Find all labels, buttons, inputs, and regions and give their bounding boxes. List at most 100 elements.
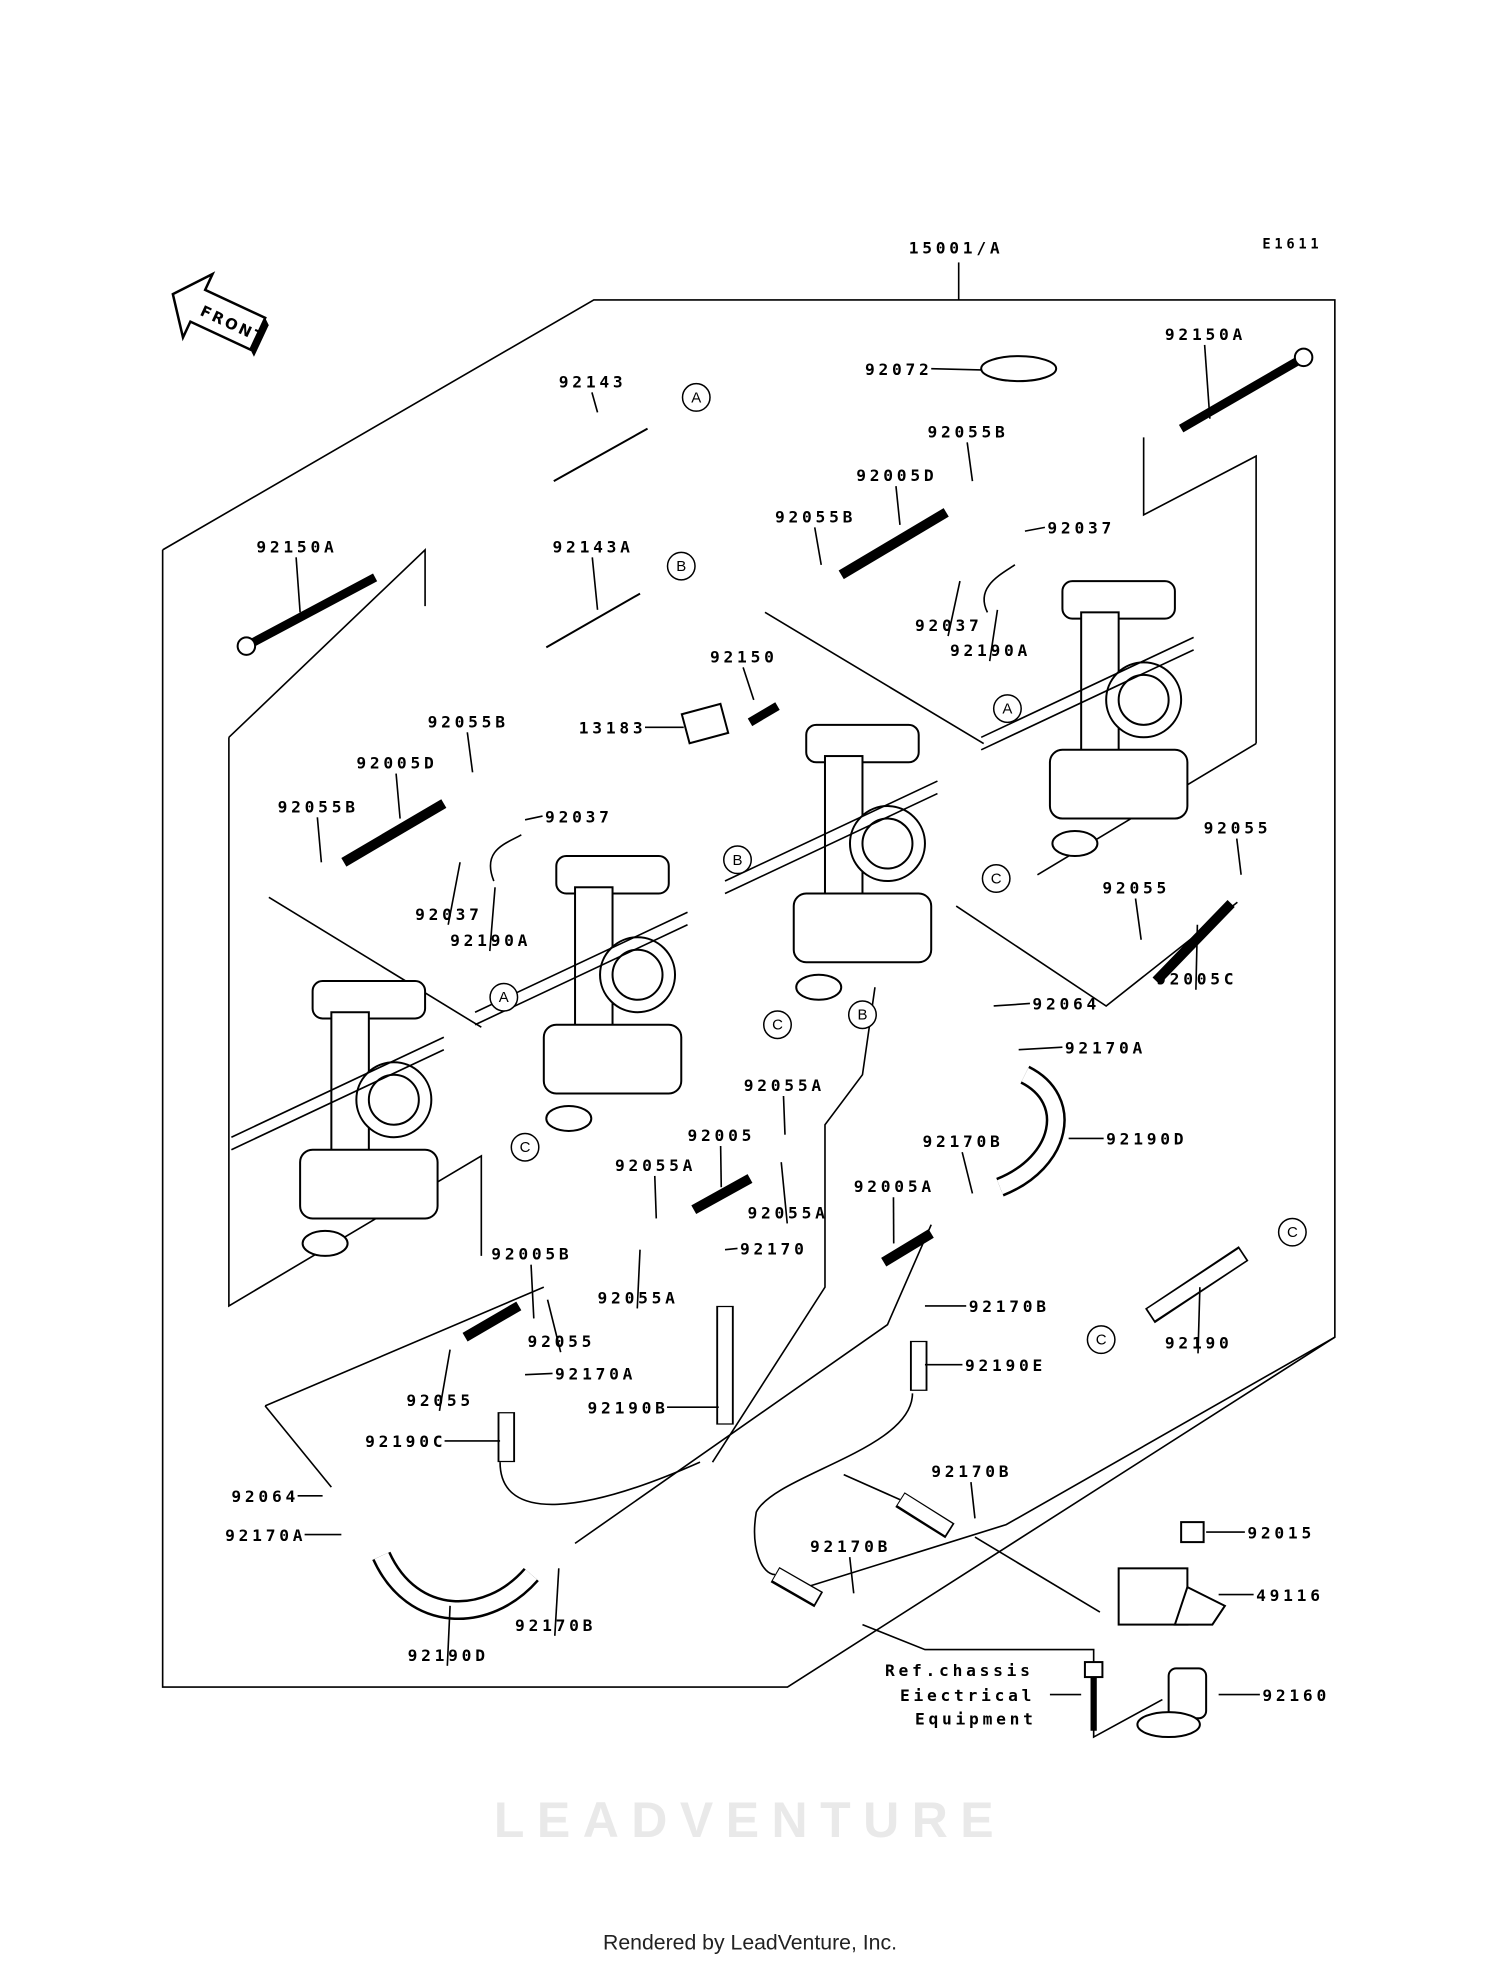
carburetor-bodies <box>231 580 1194 1257</box>
reference-marker-letter: C <box>1096 1332 1107 1349</box>
carburetor-body <box>724 723 938 1001</box>
part-label-92170b: 92170B <box>969 1297 1050 1316</box>
leader-line <box>1018 1046 1063 1051</box>
part-label-92150a: 92150A <box>1165 325 1246 344</box>
part-label-92143a: 92143A <box>553 537 634 556</box>
ref-note-line-2: Eiectrical <box>900 1686 1035 1705</box>
reference-marker-a <box>681 382 711 412</box>
leader-line <box>780 1162 789 1224</box>
part-label-92170a: 92170A <box>555 1365 636 1384</box>
leader-line <box>993 1002 1030 1007</box>
reference-marker-c <box>762 1010 792 1040</box>
leader-line <box>295 557 301 613</box>
part-label-92005a: 92005A <box>854 1177 935 1196</box>
part-label-92055: 92055 <box>1204 819 1272 838</box>
leader-line <box>961 1152 974 1194</box>
leader-line <box>947 580 961 637</box>
reference-marker-letter: B <box>733 852 743 869</box>
part-label-92190a: 92190A <box>450 931 531 950</box>
leader-line <box>1203 344 1211 419</box>
part-label-92160: 92160 <box>1262 1686 1330 1705</box>
reference-marker-letter: A <box>499 989 509 1006</box>
leader-line <box>931 367 982 371</box>
part-label-92055: 92055 <box>406 1391 474 1410</box>
reference-marker-letter: C <box>772 1017 783 1034</box>
part-labels: 921439207292150A92055B92005D92055B920379… <box>225 325 1330 1705</box>
part-label-92190b: 92190B <box>588 1398 669 1417</box>
part-label-92143: 92143 <box>559 372 627 391</box>
ref-note-line-3: Equipment <box>915 1710 1037 1729</box>
part-label-92064: 92064 <box>231 1487 299 1506</box>
part-label-92005: 92005 <box>688 1126 756 1145</box>
leader-line <box>724 1247 738 1251</box>
leader-line <box>466 732 474 773</box>
leader-line <box>530 1264 535 1319</box>
carburetor-body <box>980 580 1194 858</box>
leader-line <box>719 1145 723 1188</box>
leader-line <box>1195 924 1199 990</box>
part-label-92055b: 92055B <box>775 507 856 526</box>
part-label-13183: 13183 <box>579 719 647 738</box>
part-label-92150: 92150 <box>710 647 778 666</box>
part-label-92037: 92037 <box>915 616 983 635</box>
leader-line <box>970 1482 976 1519</box>
leader-line <box>1235 838 1242 875</box>
diagram-code: E1611 <box>1262 237 1322 253</box>
leader-line <box>1197 1287 1201 1354</box>
reference-marker-a <box>992 694 1022 724</box>
leader-line <box>395 773 401 819</box>
footer-credit: Rendered by LeadVenture, Inc. <box>603 1931 897 1955</box>
part-label-92190: 92190 <box>1165 1333 1233 1352</box>
part-label-92190e: 92190E <box>965 1356 1046 1375</box>
reference-marker-b <box>723 845 752 875</box>
reference-marker-c <box>1086 1325 1116 1355</box>
leader-line <box>636 1249 641 1309</box>
part-label-92190a: 92190A <box>950 641 1031 660</box>
part-label-92055: 92055 <box>528 1332 596 1351</box>
leader-line <box>438 1349 451 1412</box>
leader-line <box>525 1372 553 1376</box>
part-label-92055a: 92055A <box>744 1076 825 1095</box>
leader-line <box>591 392 599 413</box>
leader-line <box>591 557 599 610</box>
reference-marker-b <box>666 551 696 581</box>
part-label-92005c: 92005C <box>1156 970 1237 989</box>
leader-line <box>813 527 823 565</box>
part-label-92055a: 92055A <box>748 1203 829 1222</box>
part-label-92170a: 92170A <box>225 1526 306 1545</box>
leader-line <box>895 486 901 525</box>
leader-line <box>489 887 496 952</box>
part-label-92190d: 92190D <box>1106 1130 1187 1149</box>
part-label-92170b: 92170B <box>931 1462 1012 1481</box>
part-label-92190d: 92190D <box>408 1646 489 1665</box>
reference-marker-letter: C <box>991 871 1002 888</box>
part-label-92170: 92170 <box>740 1240 808 1259</box>
leader-line <box>553 1568 560 1636</box>
reference-marker-a <box>489 982 519 1012</box>
leader-line <box>524 815 543 821</box>
part-label-92005d: 92005D <box>856 466 937 485</box>
leader-line <box>316 817 323 863</box>
leader-line <box>1134 898 1142 940</box>
leader-line <box>446 1605 451 1666</box>
part-label-49116: 49116 <box>1256 1586 1324 1605</box>
leader-line <box>546 1299 562 1353</box>
part-label-92190c: 92190C <box>365 1432 446 1451</box>
part-label-92072: 92072 <box>865 360 933 379</box>
reference-marker-letter: A <box>691 389 701 406</box>
reference-marker-c <box>1277 1217 1307 1247</box>
part-label-92170b: 92170B <box>515 1616 596 1635</box>
leader-line <box>988 609 999 662</box>
leader-line <box>966 442 974 482</box>
part-label-92170b: 92170B <box>922 1132 1003 1151</box>
part-label-92150a: 92150A <box>256 537 337 556</box>
part-label-92055b: 92055B <box>927 422 1008 441</box>
part-label-92055a: 92055A <box>598 1288 679 1307</box>
part-label-92005b: 92005B <box>491 1245 572 1264</box>
leader-line <box>1024 526 1046 532</box>
leader-line <box>447 862 461 925</box>
front-arrow-icon: FRONT <box>171 271 269 357</box>
part-label-92005d: 92005D <box>356 754 437 773</box>
